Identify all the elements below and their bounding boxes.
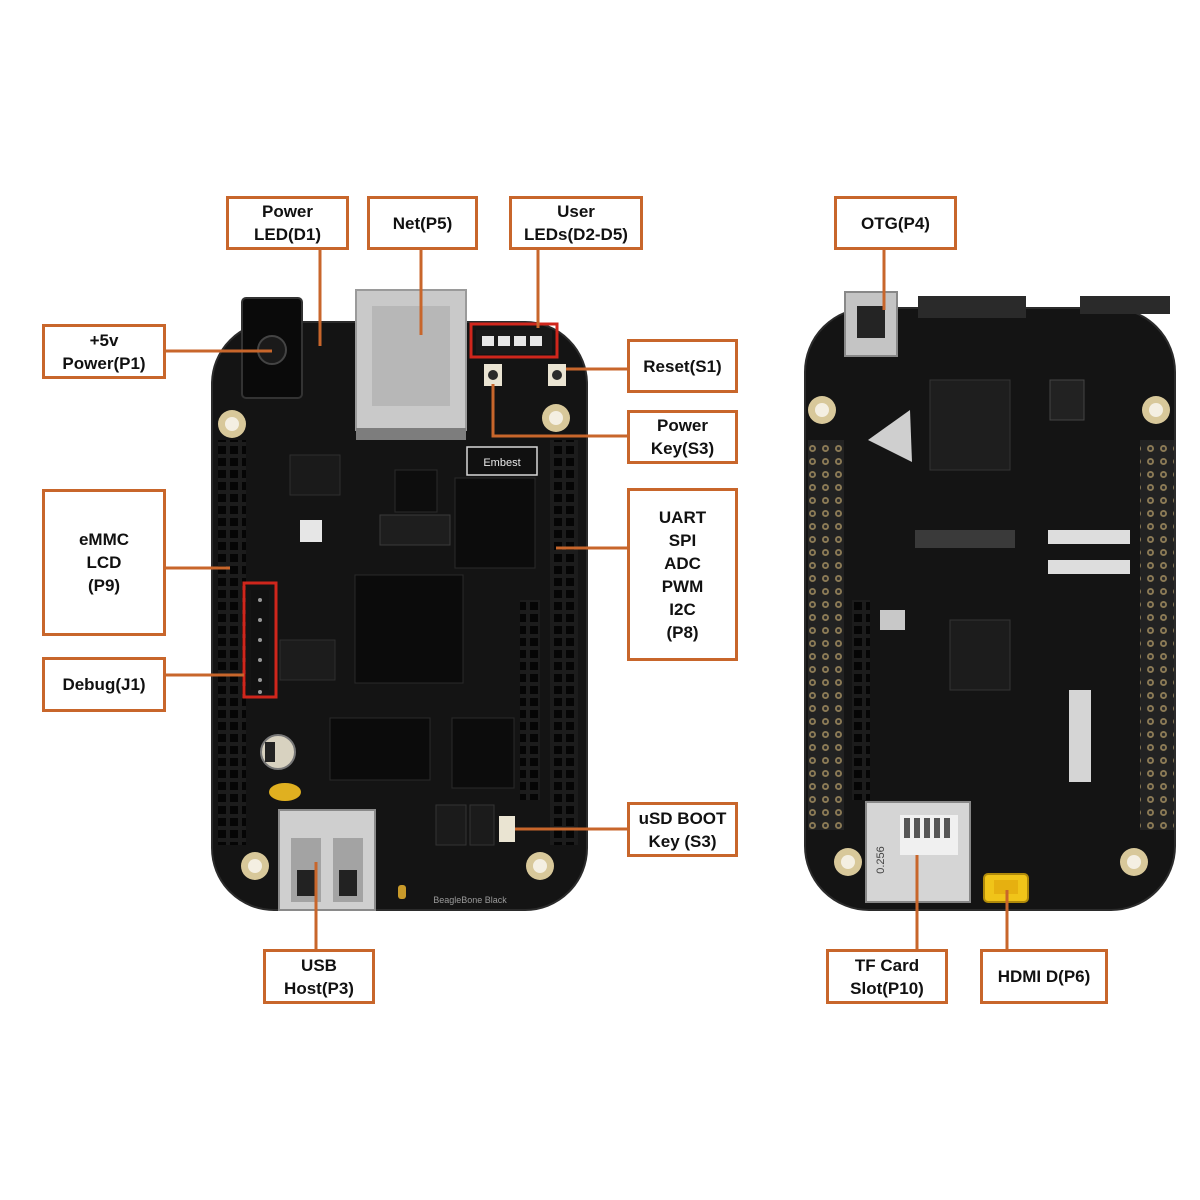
callout-otg-line-1: OTG(P4)	[861, 213, 930, 233]
leader-lines	[166, 249, 1009, 950]
callout-uart-spi-line-3: ADC	[664, 553, 701, 573]
callout-power-5v: +5v Power(P1)	[42, 324, 166, 379]
callout-tf-card-line-1: TF Card	[854, 955, 920, 975]
user-leds-highlight	[469, 322, 559, 359]
back-header-right	[1140, 440, 1174, 830]
callout-power-key-line-2: Key(S3)	[650, 439, 715, 458]
callout-uart-spi-line-5: I2C	[669, 599, 696, 619]
callout-emmc-lcd: eMMC LCD (P9)	[42, 489, 166, 636]
callout-power-led-line-1: Power	[261, 202, 314, 221]
back-board: 0.256	[804, 291, 1176, 911]
callout-user-leds-line-2: LEDs(D2-D5)	[524, 225, 628, 244]
callout-hdmi-line-1: HDMI D(P6)	[997, 967, 1091, 986]
callout-net-line-1: Net(P5)	[392, 213, 453, 233]
callout-power-5v-line-1: +5v	[89, 330, 119, 350]
callout-power-led: Power LED(D1)	[226, 196, 349, 250]
callout-uart-spi-line-1: UART	[658, 507, 707, 527]
callout-otg: OTG(P4)	[834, 196, 957, 250]
usd-boot-button	[499, 816, 515, 842]
callout-emmc-lcd-line-2: LCD	[86, 553, 122, 572]
header-p8	[550, 440, 578, 845]
front-logo: Embest	[483, 457, 520, 469]
callout-usd-boot: uSD BOOT Key (S3)	[627, 802, 738, 857]
callout-uart-spi-line-4: PWM	[661, 576, 704, 596]
callout-usd-boot-line-1: uSD BOOT	[638, 808, 727, 828]
callout-uart-spi-line-2: SPI	[668, 530, 697, 550]
header-p9	[218, 440, 246, 845]
callout-usb-host-line-1: USB	[301, 955, 337, 975]
callout-reset-line-1: Reset(S1)	[643, 356, 722, 376]
callout-power-5v-line-2: Power(P1)	[62, 353, 146, 373]
emmc-chip	[454, 477, 536, 569]
callout-power-key: Power Key(S3)	[627, 410, 738, 464]
callout-usb-host: USB Host(P3)	[263, 949, 375, 1004]
callout-user-leds-line-1: User	[557, 202, 595, 221]
front-footer: BeagleBone Black	[433, 895, 507, 905]
callout-tf-card-line-2: Slot(P10)	[850, 978, 924, 998]
callout-uart-spi: UART SPI ADC PWM I2C (P8)	[627, 488, 738, 661]
card-slot-mark: 0.256	[875, 846, 887, 874]
callout-tf-card: TF Card Slot(P10)	[826, 949, 948, 1004]
callout-debug-line-1: Debug(J1)	[62, 675, 146, 694]
leader-power-key	[491, 384, 628, 438]
callout-emmc-lcd-line-3: (P9)	[87, 576, 121, 595]
ram-chip	[329, 717, 431, 781]
callout-usb-host-line-2: Host(P3)	[284, 978, 354, 998]
callout-usd-boot-line-2: Key (S3)	[648, 831, 717, 851]
back-header-left	[808, 440, 844, 830]
callout-net: Net(P5)	[367, 196, 478, 250]
callout-user-leds: User LEDs(D2-D5)	[509, 196, 643, 250]
callout-hdmi: HDMI D(P6)	[980, 949, 1108, 1004]
processor-chip	[354, 574, 464, 684]
callout-power-key-line-1: Power	[656, 416, 709, 435]
callout-emmc-lcd-line-1: eMMC	[78, 530, 130, 549]
callout-uart-spi-line-6: (P8)	[666, 622, 699, 642]
front-board: Embest	[211, 289, 588, 911]
callout-power-led-line-2: LED(D1)	[253, 225, 322, 244]
callout-reset: Reset(S1)	[627, 339, 738, 393]
callout-debug: Debug(J1)	[42, 657, 166, 712]
debug-header-highlight	[242, 581, 278, 699]
